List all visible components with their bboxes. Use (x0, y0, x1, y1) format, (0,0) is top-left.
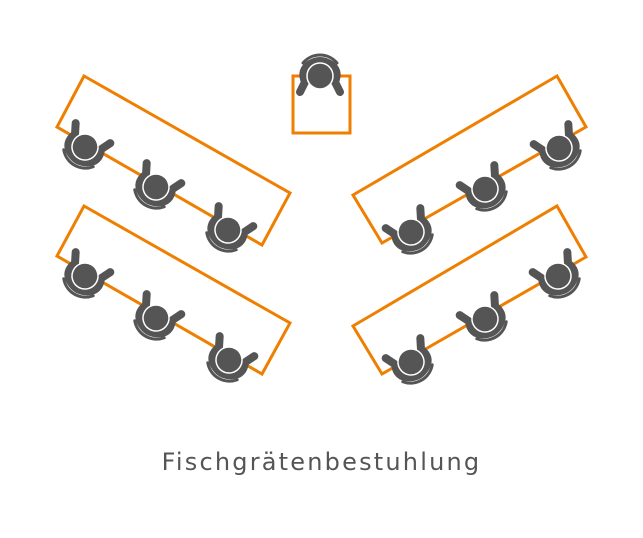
table-right-bottom (350, 203, 589, 377)
table-left-top (54, 73, 293, 248)
presenter-person-icon (300, 55, 340, 92)
tables (54, 73, 589, 377)
table-left-bottom (54, 203, 293, 377)
diagram-caption: Fischgrätenbestuhlung (161, 448, 482, 476)
table-right-top (350, 73, 589, 246)
